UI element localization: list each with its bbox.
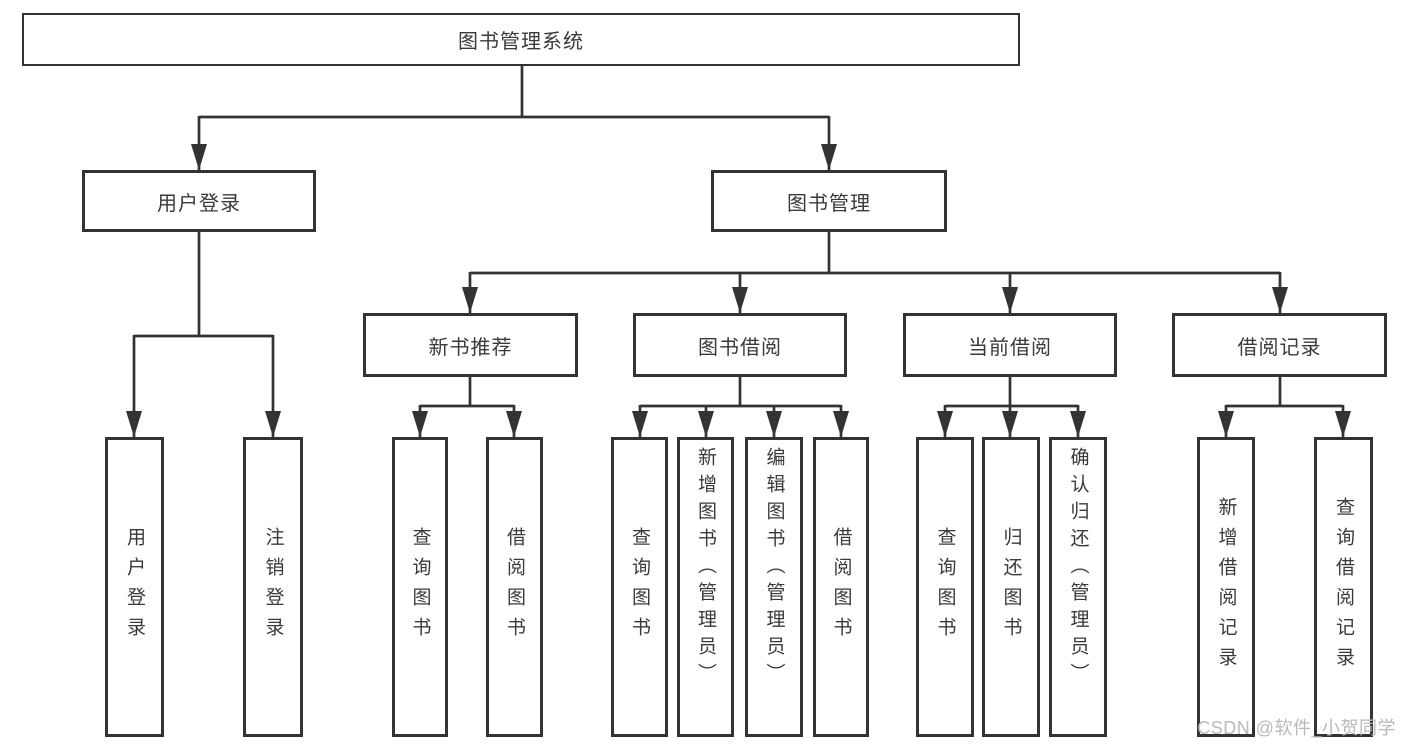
node-book-management: 图书管理 [711,170,947,232]
node-leaf-confirm-return-admin-label: 确认归还（管理员） [1067,447,1089,690]
node-book-borrowing: 图书借阅 [633,313,847,377]
node-leaf-add-books-admin-label: 新增图书（管理员） [695,447,716,690]
node-leaf-query-borrow-record-label: 查询借阅记录 [1333,497,1354,677]
node-leaf-logout: 注销登录 [243,437,303,737]
node-borrowing-records: 借阅记录 [1172,313,1387,377]
node-leaf-query-books-borrow: 查询图书 [611,437,668,737]
node-leaf-query-books-current: 查询图书 [916,437,974,737]
node-leaf-query-books-rec-label: 查询图书 [409,527,431,647]
node-leaf-query-books-borrow-label: 查询图书 [629,527,650,647]
node-book-borrowing-label: 图书借阅 [698,336,782,359]
node-leaf-logout-label: 注销登录 [262,527,284,647]
node-leaf-edit-books-admin: 编辑图书（管理员） [745,437,803,737]
node-leaf-borrow-books-rec-label: 借阅图书 [504,527,525,647]
node-leaf-borrow-books-rec: 借阅图书 [486,437,543,737]
node-leaf-return-books-label: 归还图书 [1000,527,1022,647]
node-user-login-label: 用户登录 [157,192,241,215]
node-leaf-query-books-rec: 查询图书 [392,437,448,737]
node-leaf-add-borrow-record: 新增借阅记录 [1197,437,1255,737]
watermark: CSDN @软件_小贺同学 [1197,718,1396,738]
node-user-login: 用户登录 [82,170,316,232]
node-leaf-borrow-books-borrow-label: 借阅图书 [830,527,852,647]
node-leaf-borrow-books-borrow: 借阅图书 [813,437,869,737]
node-current-borrowing: 当前借阅 [903,313,1117,377]
node-leaf-add-borrow-record-label: 新增借阅记录 [1215,497,1237,677]
node-leaf-user-login-label: 用户登录 [124,527,145,647]
node-system-root: 图书管理系统 [22,13,1020,66]
node-borrowing-records-label: 借阅记录 [1237,336,1322,359]
node-book-management-label: 图书管理 [787,192,871,215]
node-new-book-recommendation-label: 新书推荐 [428,336,513,359]
node-leaf-query-borrow-record: 查询借阅记录 [1314,437,1373,737]
node-leaf-query-books-current-label: 查询图书 [934,527,956,647]
node-leaf-edit-books-admin-label: 编辑图书（管理员） [763,447,785,690]
node-system-root-label: 图书管理系统 [458,31,584,53]
node-leaf-user-login: 用户登录 [105,437,164,737]
node-new-book-recommendation: 新书推荐 [363,313,578,377]
node-current-borrowing-label: 当前借阅 [968,336,1052,359]
node-leaf-return-books: 归还图书 [982,437,1040,737]
node-leaf-confirm-return-admin: 确认归还（管理员） [1049,437,1107,737]
node-leaf-add-books-admin: 新增图书（管理员） [677,437,734,737]
